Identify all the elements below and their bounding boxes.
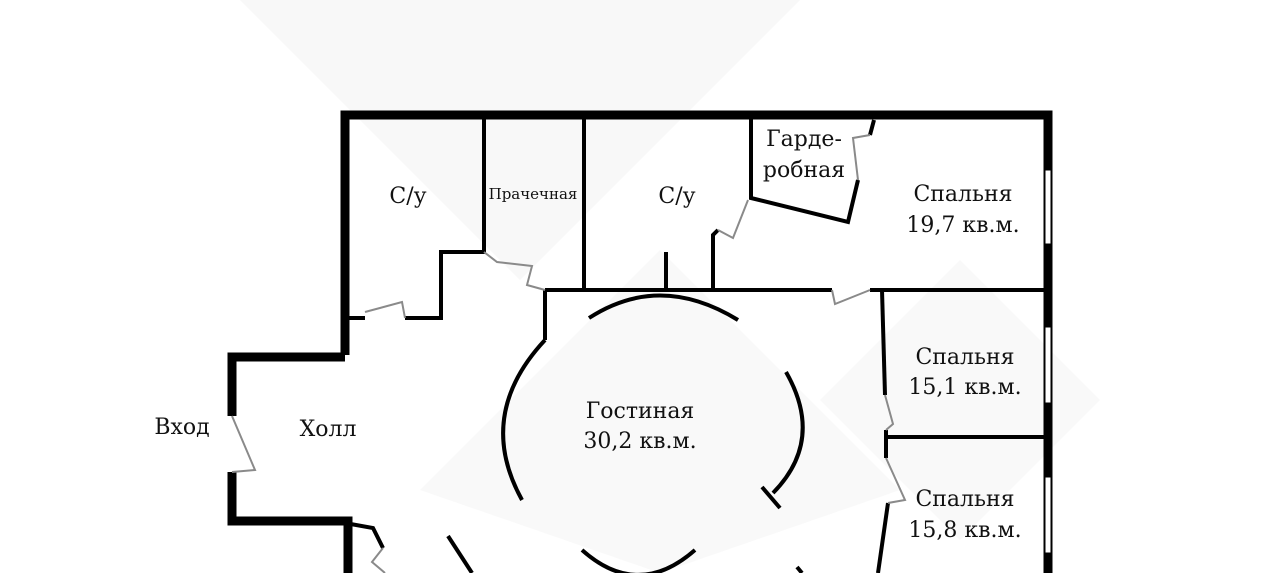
- bedroom-1-name: Спальня: [913, 182, 1012, 207]
- doors: [231, 134, 907, 573]
- windows: [1044, 169, 1052, 554]
- wardrobe-label-line2: робная: [763, 158, 845, 183]
- watermark: [240, 0, 1100, 573]
- room-labels: Вход Холл С/у Прачечная С/у Гарде- робна…: [154, 127, 1021, 543]
- bedroom-3-area: 15,8 кв.м.: [908, 518, 1021, 543]
- entrance-label: Вход: [154, 415, 209, 440]
- wardrobe-label-line1: Гарде-: [766, 127, 842, 152]
- bedroom-1-area: 19,7 кв.м.: [906, 213, 1019, 238]
- bedroom-3-name: Спальня: [915, 487, 1014, 512]
- bedroom-2-area: 15,1 кв.м.: [908, 375, 1021, 400]
- living-room-area: 30,2 кв.м.: [583, 429, 696, 454]
- bathroom-2-label: С/у: [658, 184, 695, 209]
- living-room-name: Гостиная: [586, 399, 695, 424]
- living-room-arcs: [446, 293, 805, 573]
- bedroom-2-name: Спальня: [915, 345, 1014, 370]
- laundry-label: Прачечная: [489, 185, 578, 203]
- bathroom-1-label: С/у: [389, 184, 426, 209]
- hall-label: Холл: [300, 417, 357, 442]
- inner-walls: [344, 115, 1048, 573]
